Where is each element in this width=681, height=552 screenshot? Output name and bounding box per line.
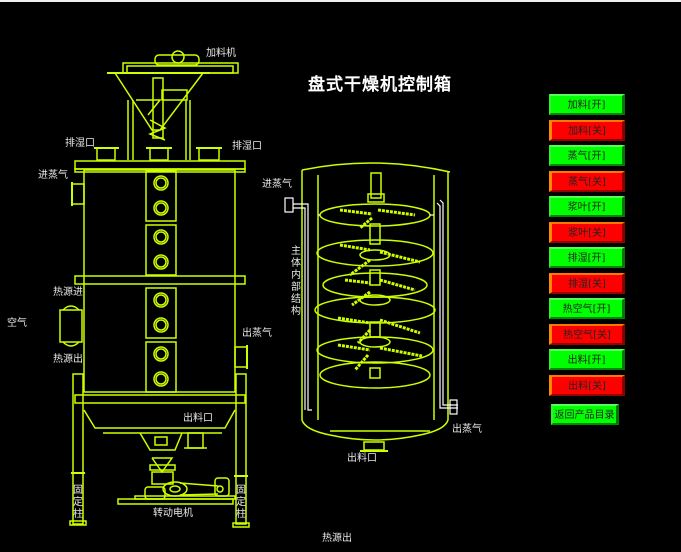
back-to-catalog-button[interactable]: 返回产品目录 (551, 404, 619, 425)
steam-outlet-port (449, 399, 458, 415)
label-heat-in: 热源进 (53, 287, 83, 298)
steam-on-button[interactable]: 蒸气[开] (549, 145, 625, 166)
paddles (337, 208, 423, 371)
feed-off-button[interactable]: 加料[关] (549, 120, 625, 141)
label-feeder: 加料机 (206, 48, 236, 59)
drive-motor (117, 477, 236, 505)
label-humid-exhaust-left: 排湿口 (65, 138, 95, 149)
fixed-column-right (235, 373, 247, 525)
paddle-on-button[interactable]: 浆叶[开] (549, 196, 625, 217)
discharge-on-button[interactable]: 出料[开] (549, 349, 625, 370)
label-discharge: 出料口 (183, 413, 213, 424)
paddle-off-button[interactable]: 浆叶[关] (549, 222, 625, 243)
label-interior-steam-out: 出蒸气 (452, 424, 482, 435)
hot-air-on-button[interactable]: 热空气[开] (549, 298, 625, 319)
label-heat-source-out: 热源出 (322, 533, 352, 544)
vessel-top-rim (301, 162, 451, 173)
label-heat-out: 热源出 (53, 354, 83, 365)
top-edge (0, 0, 681, 2)
label-humid-exhaust-right: 排湿口 (232, 141, 262, 152)
discharge-off-button[interactable]: 出料[关] (549, 375, 625, 396)
label-fixed-column-left: 固定柱 (73, 485, 83, 520)
label-interior-steam-in: 进蒸气 (262, 179, 292, 190)
label-interior-discharge: 出料口 (347, 453, 377, 464)
label-drive-motor: 转动电机 (153, 508, 193, 519)
label-internal-structure: 主体内部结构 (291, 246, 301, 317)
label-air: 空气 (7, 318, 27, 329)
label-steam-in: 进蒸气 (38, 170, 68, 181)
feeder-hopper (107, 72, 210, 160)
hot-air-off-button[interactable]: 热空气[关] (549, 324, 625, 345)
fixed-column-left (72, 373, 84, 525)
steam-inlet-port (284, 197, 294, 213)
feed-on-button[interactable]: 加料[开] (549, 94, 625, 115)
trays (314, 203, 436, 389)
label-fixed-column-right: 固定柱 (236, 485, 246, 520)
steam-off-button[interactable]: 蒸气[关] (549, 171, 625, 192)
exhaust-off-button[interactable]: 排湿[关] (549, 273, 625, 294)
exhaust-on-button[interactable]: 排湿[开] (549, 247, 625, 268)
page-title: 盘式干燥机控制箱 (308, 75, 452, 95)
heat-source-vessel (59, 309, 83, 343)
label-steam-out: 出蒸气 (242, 328, 272, 339)
inspection-windows (145, 170, 177, 393)
